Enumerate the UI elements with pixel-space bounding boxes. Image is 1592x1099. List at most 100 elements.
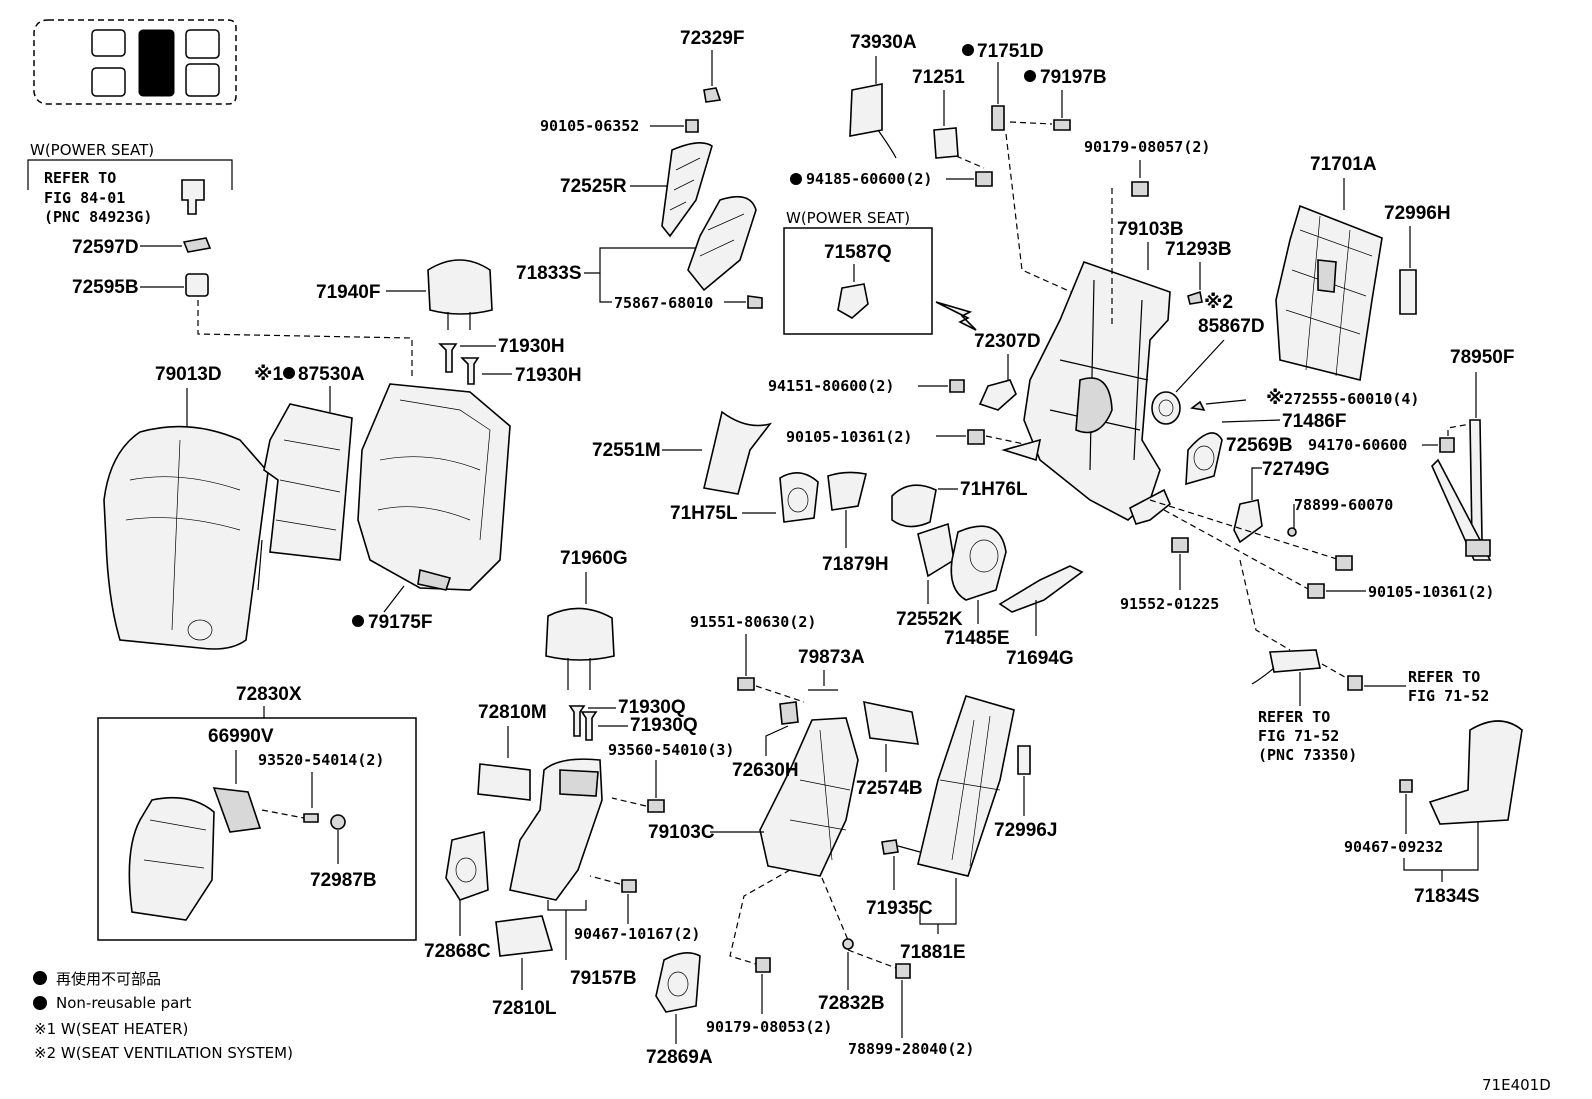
nonreusable-dot-icon [1024, 70, 1036, 82]
part-72996H: 72996H [1384, 203, 1451, 315]
part-72810L: 72810L [492, 915, 557, 1019]
refer-text-l2: FIG 84-01 [44, 189, 125, 207]
part-94170-60600: 94170-60600 [1308, 423, 1471, 454]
label-72810L: 72810L [492, 998, 557, 1019]
part-71935C: 71935C [866, 839, 933, 919]
label-71587Q: 71587Q [824, 242, 892, 263]
label-66990V: 66990V [208, 726, 274, 747]
seat-locator-map [33, 19, 237, 105]
label-72630H: 72630H [732, 760, 799, 781]
label-71930Q-b: 71930Q [630, 715, 698, 736]
label-90105-10361a: 90105-10361(2) [786, 428, 912, 446]
part-90179-08053: 90179-08053(2) [706, 869, 832, 1036]
label-71930H-b: 71930H [515, 365, 582, 386]
part-71H76L: 71H76L [891, 479, 1028, 528]
label-72552K: 72552K [896, 609, 963, 630]
nonreusable-dot-icon [790, 173, 802, 185]
label-72329F: 72329F [680, 28, 744, 49]
part-71833S: 71833S 75867-68010 [516, 195, 763, 312]
label-71930Q-a: 71930Q [618, 697, 686, 718]
harness-refer: REFER TO FIG 71-52 (PNC 73350) REFER TO … [1239, 559, 1489, 764]
label-94170-60600: 94170-60600 [1308, 436, 1407, 454]
label-72595B: 72595B [72, 277, 139, 298]
label-71881E: 71881E [900, 942, 966, 963]
part-72810M: 72810M [477, 702, 547, 801]
legend-note2: ※2 W(SEAT VENTILATION SYSTEM) [34, 1044, 293, 1062]
label-91551-80630: 91551-80630(2) [690, 613, 816, 631]
part-72525R: 72525R [560, 142, 713, 238]
part-71251: 71251 [912, 67, 965, 159]
label-71485E: 71485E [944, 628, 1010, 649]
refer-text-l1: REFER TO [44, 169, 116, 187]
label-71834S: 71834S [1414, 886, 1480, 907]
part-71486F: 71486F [1185, 411, 1346, 486]
label-72525R: 72525R [560, 176, 627, 197]
legend-note1: ※1 W(SEAT HEATER) [34, 1020, 188, 1038]
label-78899-28040: 78899-28040(2) [848, 1040, 974, 1058]
part-72996J: 72996J [994, 745, 1057, 841]
label-90105-10361b: 90105-10361(2) [1368, 583, 1494, 601]
label-72869A: 72869A [646, 1047, 713, 1068]
part-72595B: 72595B [72, 273, 413, 380]
part-71940F: 71940F [316, 259, 493, 330]
part-79103B: 79103B [1023, 188, 1184, 521]
nonreusable-dot-icon [962, 44, 974, 56]
label-87530A: 87530A [298, 364, 365, 385]
label-71960G: 71960G [560, 548, 628, 569]
refer-b-l2: FIG 71-52 [1258, 727, 1339, 745]
label-71751D: 71751D [977, 41, 1044, 62]
label-78899-60070: 78899-60070 [1294, 496, 1393, 514]
label-72996H: 72996H [1384, 203, 1451, 224]
part-72551M: 72551M [592, 410, 773, 495]
part-72574B: 72574B [856, 700, 923, 799]
part-85867D: 85867D [1151, 316, 1265, 425]
arrow-icon [935, 301, 977, 331]
part-71930H: 71930H 71930H [438, 336, 582, 386]
label-71486F: 71486F [1282, 411, 1346, 432]
label-71H76L: 71H76L [960, 479, 1028, 500]
part-79103C: 79103C [648, 717, 859, 877]
label-71H75L: 71H75L [670, 503, 738, 524]
label-79157B: 79157B [570, 968, 637, 989]
label-72569B: 72569B [1226, 435, 1293, 456]
part-72597D: 72597D [72, 237, 212, 258]
label-71833S: 71833S [516, 263, 582, 284]
part-90105-10361b: 90105-10361(2) [1307, 583, 1494, 601]
nonreusable-dot-icon [283, 367, 295, 379]
legend-en-text: Non-reusable part [56, 994, 191, 1012]
label-72810M: 72810M [478, 702, 547, 723]
refer-b-l3: (PNC 73350) [1258, 746, 1357, 764]
label-72996J: 72996J [994, 820, 1057, 841]
label-72749G: 72749G [1262, 459, 1330, 480]
part-90105-10361a: 90105-10361(2) [786, 428, 1042, 462]
part-91551-80630: 91551-80630(2) [690, 613, 816, 703]
part-72869A: 72869A [646, 952, 713, 1068]
label-90179-08057: 90179-08057(2) [1084, 138, 1210, 156]
label-72551M: 72551M [592, 440, 661, 461]
part-79197B: 79197B [1009, 67, 1107, 131]
label-71701A: 71701A [1310, 154, 1377, 175]
part-90179-08057: 90179-08057(2) [1084, 138, 1210, 197]
label-ref-mark2: ※2 [1204, 292, 1233, 313]
part-71834S: 90467-09232 71834S [1344, 720, 1523, 907]
part-90105-06352: 90105-06352 [540, 117, 699, 135]
legend-jp-text: 再使用不可部品 [56, 970, 161, 988]
legend: 再使用不可部品 Non-reusable part ※1 W(SEAT HEAT… [33, 970, 293, 1062]
part-71485E: 71485E [944, 525, 1010, 649]
part-71960G: 71960G [545, 548, 628, 690]
label-72597D: 72597D [72, 237, 139, 258]
label-90467-09232: 90467-09232 [1344, 838, 1443, 856]
legend-dot-icon [33, 971, 47, 985]
label-ref-mark-272555: ※ [1266, 388, 1284, 409]
label-71935C: 71935C [866, 898, 933, 919]
part-78950F: 78950F [1431, 347, 1514, 561]
part-93560-54010: 93560-54010(3) [608, 741, 734, 813]
part-72329F: 72329F [680, 28, 744, 103]
label-94185-60600: 94185-60600(2) [806, 170, 932, 188]
part-71H75L: 71H75L [670, 472, 819, 524]
part-72307D: 72307D [974, 331, 1041, 411]
label-79197B: 79197B [1040, 67, 1107, 88]
part-91552-01225: 91552-01225 [1120, 537, 1219, 613]
label-79175F: 79175F [368, 612, 432, 633]
